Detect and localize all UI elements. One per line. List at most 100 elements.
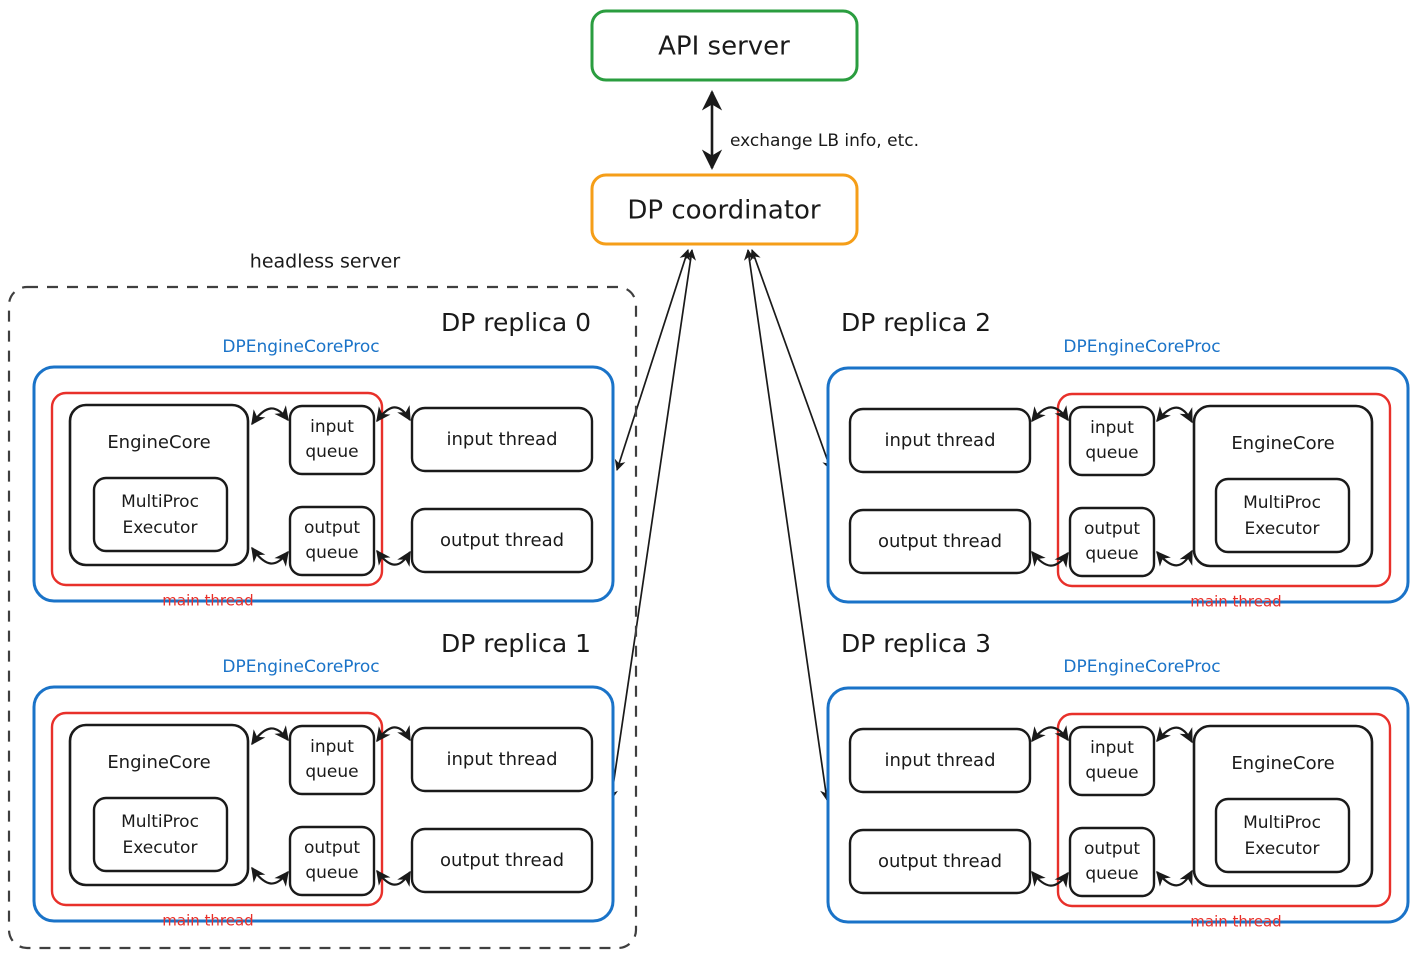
dp-replica-2-multiproc-line2: Executor (1245, 519, 1320, 539)
dp-replica-1-output-queue-line1: output (304, 838, 360, 858)
dp-replica-3-input-thread-box (848, 727, 1032, 794)
dp-replica-1-proc-label: DPEngineCoreProc (222, 657, 379, 677)
dp-replica-1-title: DP replica 1 (441, 629, 591, 658)
dp-replica-0-output-queue-thread-arrow (376, 549, 411, 567)
dp-replica-2-input-thread-box (848, 407, 1032, 474)
api-server-label: API server (658, 32, 790, 62)
dp-replica-0-connectors (251, 405, 411, 567)
dp-replica-1-input-thread-label: input thread (446, 749, 557, 770)
dp-replica-0[interactable]: DP replica 0 DPEngineCoreProc main threa… (32, 308, 615, 610)
dp-replica-2-title: DP replica 2 (841, 308, 991, 337)
dp-replica-1-main-thread-label: main thread (162, 912, 253, 930)
dp-replica-2-output-queue-line2: queue (1085, 544, 1138, 564)
dp-replica-2-main-thread-box (1056, 392, 1392, 588)
headless-server-boundary: headless server (7, 251, 638, 950)
dp-replica-0-input-queue-box (288, 404, 376, 476)
dp-replica-1-output-queue-box (288, 825, 376, 897)
dp-replica-1-core-input-queue-arrow (251, 725, 289, 746)
api-server-box (590, 9, 859, 82)
dp-replica-0-output-queue-line1: output (304, 518, 360, 538)
dp-replica-2-connectors (1031, 405, 1193, 568)
dp-replica-2-engine-core-label: EngineCore (1231, 433, 1334, 454)
dp-replica-0-main-thread-box (50, 391, 384, 587)
dp-replica-0-engine-core-label: EngineCore (107, 432, 210, 453)
dp-replica-0-main-thread-label: main thread (162, 592, 253, 610)
dp-replica-2-input-queue-box (1068, 405, 1156, 477)
dp-replica-0-output-thread-box (410, 507, 594, 574)
dp-replica-1[interactable]: DP replica 1 DPEngineCoreProc main threa… (32, 629, 615, 930)
dp-replica-3-engine-core-label: EngineCore (1231, 753, 1334, 774)
dp-replica-3-connectors (1031, 725, 1193, 888)
dp-replica-3-input-queue-line2: queue (1085, 763, 1138, 783)
dp-replica-0-multiproc-line2: Executor (123, 518, 198, 538)
dp-replica-1-multiproc-line1: MultiProc (121, 812, 199, 832)
dp-replica-0-proc-label: DPEngineCoreProc (222, 337, 379, 357)
dp-replica-2-output-thread-label: output thread (878, 531, 1002, 552)
api-server-node[interactable]: API server (590, 9, 859, 82)
dp-replica-2-output-queue-box (1068, 506, 1156, 578)
dp-replica-3-main-thread-box (1056, 712, 1392, 908)
dp-coordinator-label: DP coordinator (627, 196, 821, 226)
dp-replica-2-thread-output-queue-arrow (1031, 550, 1069, 568)
dp-replica-1-input-queue-line2: queue (305, 762, 358, 782)
dp-replica-1-input-thread-box (410, 726, 594, 793)
dp-replica-2-output-queue-line1: output (1084, 519, 1140, 539)
dp-replica-0-input-queue-thread-arrow (376, 405, 411, 423)
link-coordinator-replica-0 (614, 248, 691, 472)
dp-replica-1-output-thread-label: output thread (440, 850, 564, 871)
dp-replica-3-output-queue-core-arrow (1156, 869, 1193, 887)
dp-replica-3-input-queue-line1: input (1090, 738, 1134, 758)
dp-replica-0-core-input-queue-arrow (251, 405, 289, 426)
link-coordinator-replica-3 (743, 248, 832, 802)
dp-replica-1-output-queue-line2: queue (305, 863, 358, 883)
dp-replica-0-input-queue-line1: input (310, 417, 354, 437)
link-coordinator-replica-1 (607, 248, 696, 802)
dp-replica-3-title: DP replica 3 (841, 629, 991, 658)
dp-replica-1-output-queue-thread-arrow (376, 869, 411, 887)
exchange-label: exchange LB info, etc. (730, 131, 919, 151)
dp-replica-3-input-queue-core-arrow (1156, 726, 1193, 744)
dp-replica-2[interactable]: DP replica 2 DPEngineCoreProc main threa… (826, 308, 1410, 611)
dp-replica-2-multiproc-line1: MultiProc (1243, 493, 1321, 513)
dp-replica-3-proc-label: DPEngineCoreProc (1063, 657, 1220, 677)
coordinator-replica-links (607, 248, 833, 802)
headless-server-label: headless server (250, 251, 401, 273)
dp-replica-0-output-queue-box (288, 505, 376, 577)
dp-replica-2-input-thread-label: input thread (884, 430, 995, 451)
dp-replica-1-input-queue-box (288, 724, 376, 796)
dp-replica-0-multiproc-executor-box (92, 476, 229, 553)
dp-replica-2-thread-input-queue-arrow (1031, 405, 1069, 423)
dp-replica-2-output-queue-core-arrow (1156, 549, 1193, 567)
dp-coordinator-box (590, 173, 859, 246)
dp-replica-3-multiproc-executor-box (1214, 797, 1351, 874)
dp-replica-3-multiproc-line2: Executor (1245, 839, 1320, 859)
dp-replica-0-output-queue-line2: queue (305, 543, 358, 563)
headless-server-box (7, 285, 638, 950)
dp-replica-3-output-thread-box (848, 828, 1032, 895)
dp-replica-1-multiproc-line2: Executor (123, 838, 198, 858)
dp-replica-2-input-queue-core-arrow (1156, 406, 1193, 424)
dp-replica-2-multiproc-executor-box (1214, 477, 1351, 554)
dp-replica-1-input-queue-thread-arrow (376, 725, 411, 743)
dp-replica-0-input-queue-line2: queue (305, 442, 358, 462)
dp-replica-3[interactable]: DP replica 3 DPEngineCoreProc main threa… (826, 629, 1410, 931)
dp-replica-3-multiproc-line1: MultiProc (1243, 813, 1321, 833)
dp-replica-1-multiproc-executor-box (92, 796, 229, 873)
dp-replica-3-output-thread-label: output thread (878, 851, 1002, 872)
dp-replica-0-output-thread-label: output thread (440, 530, 564, 551)
dp-replica-3-output-queue-box (1068, 826, 1156, 898)
dp-replica-3-output-queue-line1: output (1084, 839, 1140, 859)
dp-replica-2-main-thread-label: main thread (1190, 593, 1281, 611)
dp-replica-3-output-queue-line2: queue (1085, 864, 1138, 884)
dp-replica-1-output-thread-box (410, 827, 594, 894)
dp-coordinator-node[interactable]: DP coordinator (590, 173, 859, 246)
dp-replica-2-proc-label: DPEngineCoreProc (1063, 337, 1220, 357)
dp-replica-0-multiproc-line1: MultiProc (121, 492, 199, 512)
dp-replica-3-thread-input-queue-arrow (1031, 725, 1069, 743)
dp-replica-1-connectors (251, 725, 411, 887)
api-coordinator-link: exchange LB info, etc. (701, 90, 919, 170)
dp-replica-1-engine-core-label: EngineCore (107, 752, 210, 773)
dp-replica-0-core-output-queue-arrow (251, 546, 289, 567)
